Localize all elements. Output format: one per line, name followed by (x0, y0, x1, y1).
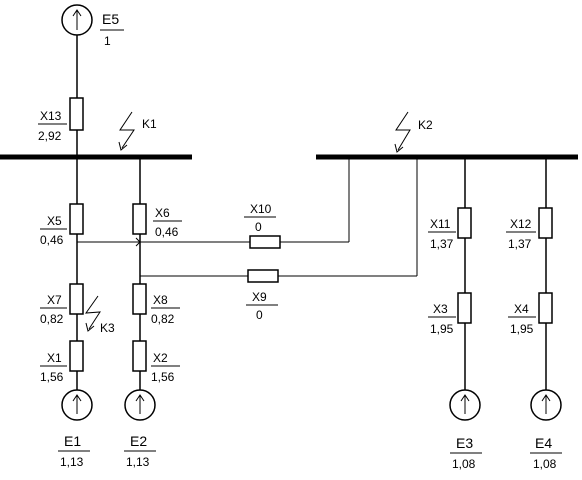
resistor-x12-value: 1,37 (508, 237, 532, 251)
fault-k3-arrow (84, 295, 101, 332)
resistor-x1-value: 1,56 (40, 370, 64, 384)
resistor-x11-value: 1,37 (430, 237, 454, 251)
source-e5 (61, 4, 93, 36)
resistor-x3-value: 1,95 (430, 322, 454, 336)
source-e5-name: E5 (102, 11, 119, 27)
resistor-x5-value: 0,46 (40, 233, 64, 247)
source-e2 (124, 389, 156, 421)
source-e2-value: 1,13 (126, 455, 150, 469)
resistor-x12-name: X12 (510, 217, 532, 231)
resistor-x11 (457, 207, 472, 239)
resistor-x8 (132, 283, 147, 315)
resistor-x9-value: 0 (256, 308, 263, 322)
resistor-x4 (538, 292, 553, 324)
resistor-x2 (132, 340, 147, 372)
source-e4 (530, 389, 562, 421)
resistor-x6-value: 0,46 (155, 225, 179, 239)
source-e2-name: E2 (130, 433, 147, 449)
resistor-x13-name: X13 (40, 109, 62, 123)
fault-k1-label: K1 (142, 117, 157, 131)
resistor-x3 (457, 292, 472, 324)
resistor-x8-name: X8 (153, 293, 168, 307)
resistor-x4-value: 1,95 (510, 322, 534, 336)
resistor-x6-name: X6 (155, 206, 170, 220)
resistor-x4-name: X4 (514, 302, 529, 316)
resistor-x2-name: X2 (153, 351, 168, 365)
resistor-x3-name: X3 (433, 302, 448, 316)
resistor-x10-name: X10 (250, 202, 272, 216)
resistor-x9 (247, 269, 279, 283)
resistor-x10 (249, 235, 281, 249)
source-e3 (449, 389, 481, 421)
resistor-x7-name: X7 (47, 293, 62, 307)
source-e5-value: 1 (104, 34, 111, 48)
source-e4-value: 1,08 (533, 457, 557, 471)
resistor-x13-value: 2,92 (38, 129, 62, 143)
resistor-x8-value: 0,82 (151, 312, 175, 326)
fault-k2-arrow (394, 111, 411, 153)
resistor-x12 (538, 207, 553, 239)
resistor-x5-name: X5 (47, 214, 62, 228)
source-e3-name: E3 (456, 435, 473, 451)
resistor-x1 (69, 340, 84, 372)
resistor-x11-name: X11 (430, 217, 451, 231)
fault-k3-label: K3 (100, 321, 115, 335)
source-e1-name: E1 (64, 433, 81, 449)
resistor-x5 (69, 203, 84, 235)
resistor-x10-value: 0 (255, 220, 262, 234)
source-e3-value: 1,08 (452, 457, 476, 471)
resistor-x13 (69, 97, 84, 131)
source-e1 (61, 389, 93, 421)
resistor-x2-value: 1,56 (151, 370, 175, 384)
resistor-x7 (69, 283, 84, 315)
source-e4-name: E4 (535, 435, 552, 451)
fault-k2-label: K2 (418, 118, 433, 132)
resistor-x9-name: X9 (252, 290, 267, 304)
source-e1-value: 1,13 (60, 455, 84, 469)
resistor-x1-name: X1 (47, 351, 62, 365)
resistor-x7-value: 0,82 (40, 312, 64, 326)
fault-k1-arrow (118, 111, 135, 151)
resistor-x6 (132, 203, 147, 235)
